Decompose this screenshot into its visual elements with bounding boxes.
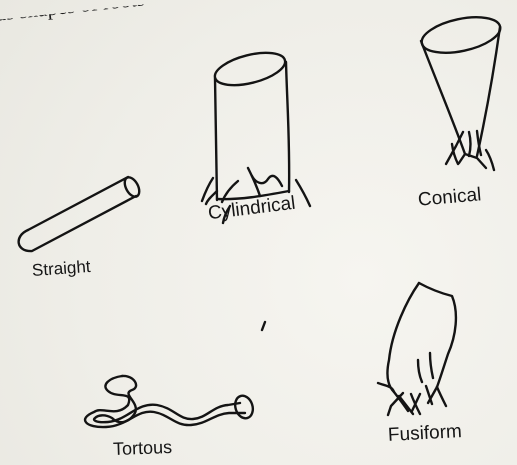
fusiform-root-icon (378, 283, 456, 415)
tortous-root-icon (85, 376, 256, 427)
tortous-label: Tortous (113, 437, 173, 460)
fusiform-label: Fusiform (387, 421, 462, 447)
conical-root-icon (419, 11, 504, 170)
straight-root-icon (19, 175, 143, 251)
straight-label: Straight (31, 257, 91, 281)
stray-mark (262, 322, 265, 330)
